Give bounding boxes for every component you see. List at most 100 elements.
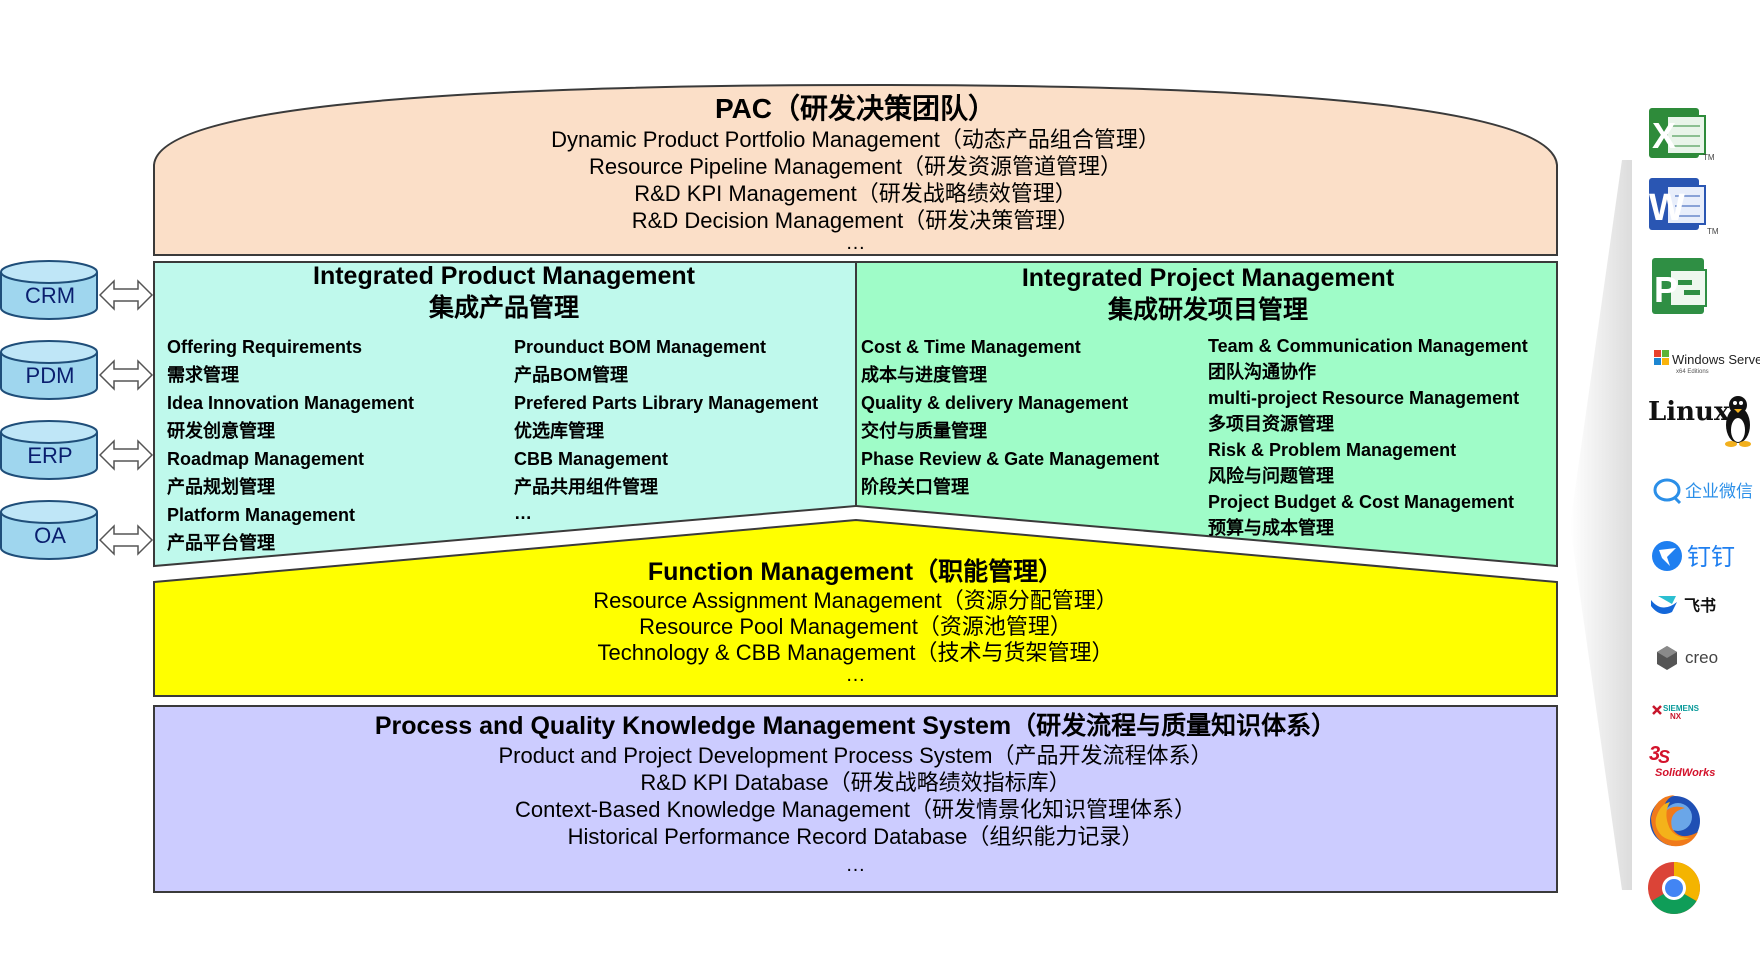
product-item: Platform Management [167, 505, 356, 525]
svg-text:x64 Editions: x64 Editions [1676, 369, 1709, 375]
process-quality-line: Historical Performance Record Database（组… [567, 824, 1144, 849]
project-item: 交付与质量管理 [861, 421, 987, 441]
svg-text:SolidWorks: SolidWorks [1655, 767, 1715, 779]
svg-text:S: S [1658, 747, 1670, 767]
project-item: Cost & Time Management [861, 337, 1081, 357]
project-icon: P [1652, 258, 1707, 314]
process-quality-block: Process and Quality Knowledge Management… [154, 710, 1557, 876]
function-mgmt-title: Function Management（职能管理） [647, 558, 1064, 586]
product-item: 产品规划管理 [167, 477, 275, 497]
pac-line: Resource Pipeline Management（研发资源管道管理） [588, 154, 1123, 179]
firefox-icon [1650, 795, 1700, 847]
arrow-oa [98, 524, 154, 556]
wecom-icon: 企业微信 [1653, 478, 1753, 505]
db-pdm [0, 340, 98, 400]
project-item: 阶段关口管理 [861, 477, 969, 497]
svg-text:Windows Server: Windows Server [1672, 352, 1760, 367]
pac-line: R&D Decision Management（研发决策管理） [631, 208, 1080, 233]
word-icon: W TM [1649, 178, 1719, 236]
function-mgmt-panel [153, 518, 1558, 697]
project-item: Risk & Problem Management [1208, 440, 1457, 460]
project-mgmt-panel [855, 261, 1558, 568]
product-item: 研发创意管理 [167, 421, 275, 441]
pac-line: Dynamic Product Portfolio Management（动态产… [551, 127, 1160, 152]
dingtalk-icon: 钉钉 [1652, 541, 1735, 571]
project-item: 成本与进度管理 [861, 365, 987, 385]
creo-icon: creo [1657, 646, 1718, 670]
product-mgmt-title-en: Integrated Product Management [313, 262, 695, 290]
pac-block: PAC（研发决策团队） Dynamic Product Portfolio Ma… [154, 92, 1557, 254]
product-item: 需求管理 [167, 365, 239, 385]
product-item: Prefered Parts Library Management [514, 393, 819, 413]
excel-icon: X TM [1649, 108, 1715, 162]
solidworks-icon: 3 S SolidWorks [1649, 743, 1715, 779]
pac-line: R&D KPI Management（研发战略绩效管理） [634, 181, 1077, 206]
process-quality-line: R&D KPI Database（研发战略绩效指标库） [640, 770, 1071, 795]
svg-text:Linux: Linux [1648, 397, 1730, 427]
product-item: Idea Innovation Management [167, 393, 415, 413]
product-item: 优选库管理 [514, 421, 604, 441]
project-item: Quality & delivery Management [861, 393, 1129, 413]
system-label-erp: ERP [27, 443, 73, 468]
feishu-icon: 飞书 [1651, 596, 1716, 615]
linux-icon: Linux [1648, 396, 1751, 447]
process-quality-panel [153, 705, 1558, 893]
function-mgmt-line: Technology & CBB Management（技术与货架管理） [597, 640, 1114, 665]
function-mgmt-ellipsis: … [845, 664, 866, 686]
product-item: 产品BOM管理 [514, 365, 628, 385]
project-mgmt-title-zh: 集成研发项目管理 [1107, 296, 1308, 324]
function-mgmt-block: Function Management（职能管理） Resource Assig… [154, 556, 1557, 686]
pac-title: PAC（研发决策团队） [714, 93, 997, 124]
process-quality-line: Product and Project Development Process … [498, 743, 1213, 768]
project-item: 预算与成本管理 [1208, 518, 1334, 538]
system-label-oa: OA [34, 523, 66, 548]
product-mgmt-heading: Integrated Product Management 集成产品管理 [154, 260, 854, 324]
product-item: Offering Requirements [167, 337, 363, 357]
arrow-erp [98, 439, 154, 471]
project-item: Phase Review & Gate Management [861, 449, 1160, 469]
project-item: 团队沟通协作 [1208, 362, 1316, 382]
project-item: multi-project Resource Management [1208, 388, 1520, 408]
svg-text:creo: creo [1685, 648, 1718, 667]
project-item: Project Budget & Cost Management [1208, 492, 1515, 512]
svg-text:TM: TM [1703, 153, 1715, 162]
svg-text:W: W [1649, 187, 1685, 229]
product-item: CBB Management [514, 449, 669, 469]
db-crm [0, 260, 98, 320]
product-mgmt-title-zh: 集成产品管理 [428, 294, 579, 322]
chrome-icon [1648, 862, 1700, 914]
product-item: 产品平台管理 [167, 533, 275, 553]
svg-text:3: 3 [1649, 743, 1660, 765]
pac-ellipsis: … [845, 232, 866, 254]
svg-text:P: P [1654, 269, 1678, 310]
project-item: 多项目资源管理 [1208, 414, 1334, 434]
function-mgmt-line: Resource Pool Management（资源池管理） [639, 614, 1072, 639]
project-item: Team & Communication Management [1208, 336, 1528, 356]
svg-text:NX: NX [1670, 712, 1682, 721]
project-mgmt-title-en: Integrated Project Management [1021, 264, 1395, 292]
arrow-crm [98, 279, 154, 311]
db-oa [0, 500, 98, 560]
db-erp [0, 420, 98, 480]
tools-bracket [1570, 160, 1632, 890]
windows-server-icon: Windows Server x64 Editions [1654, 350, 1760, 375]
process-quality-title: Process and Quality Knowledge Management… [374, 712, 1337, 740]
svg-text:SIEMENS: SIEMENS [1663, 704, 1700, 713]
pac-dome [153, 83, 1558, 256]
product-item: Prounduct BOM Management [514, 337, 767, 357]
project-item: 风险与问题管理 [1208, 466, 1334, 486]
svg-text:飞书: 飞书 [1684, 596, 1716, 615]
svg-text:TM: TM [1707, 227, 1719, 236]
siemens-nx-icon: SIEMENS NX [1652, 704, 1700, 721]
process-quality-line: Context-Based Knowledge Management（研发情景化… [514, 797, 1197, 822]
svg-text:钉钉: 钉钉 [1687, 544, 1735, 571]
arrow-pdm [98, 359, 154, 391]
project-mgmt-heading: Integrated Project Management 集成研发项目管理 [858, 262, 1558, 326]
product-item: 产品共用组件管理 [514, 477, 658, 497]
product-item: … [514, 503, 532, 523]
process-quality-ellipsis: … [845, 854, 866, 876]
function-mgmt-line: Resource Assignment Management（资源分配管理） [593, 588, 1118, 613]
system-label-pdm: PDM [25, 363, 75, 388]
svg-text:X: X [1652, 115, 1676, 156]
